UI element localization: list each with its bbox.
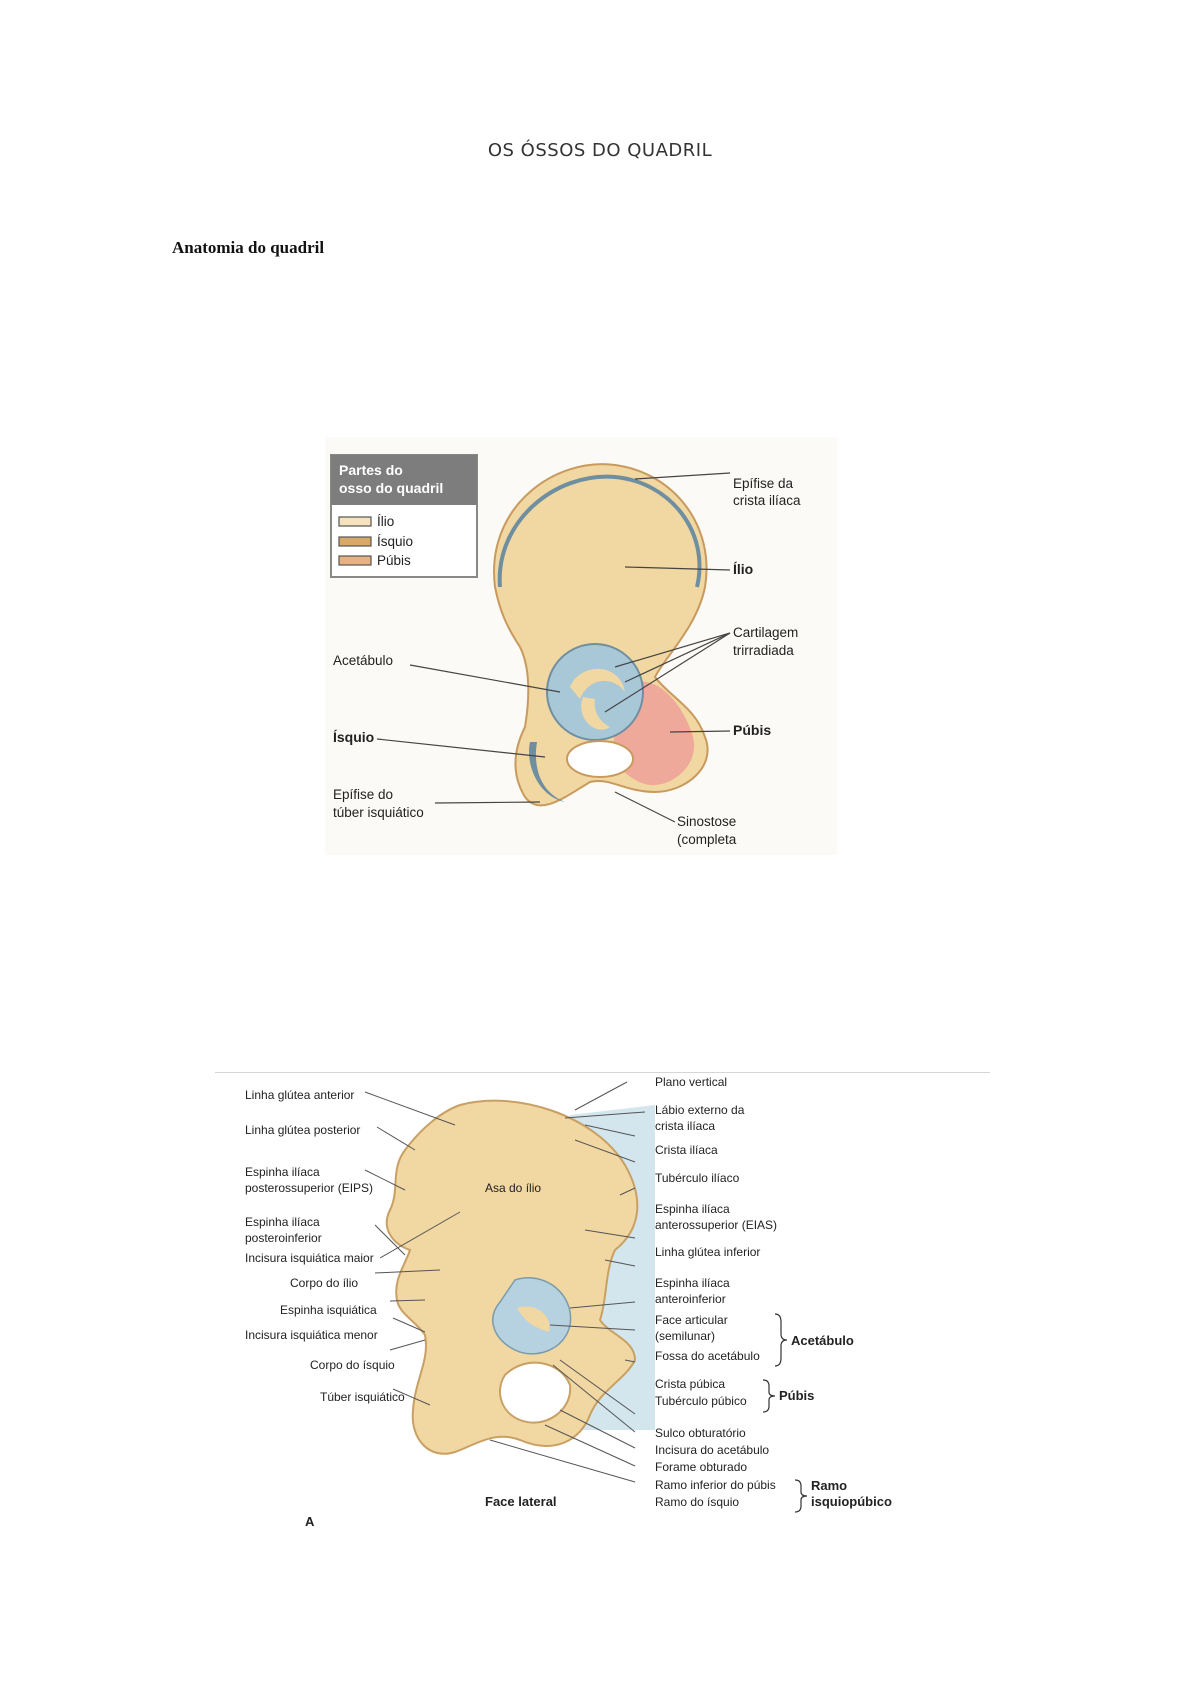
label-cartilagem-2: trirradiada bbox=[733, 643, 794, 658]
label-linha-glutea-inferior: Linha glútea inferior bbox=[655, 1245, 760, 1259]
label-tuber-isquiatico: Túber isquiático bbox=[320, 1390, 405, 1404]
hip-bone-parts-figure: Partes do osso do quadril Ílio Ísquio Pú… bbox=[325, 437, 837, 855]
label-linha-glutea-posterior: Linha glútea posterior bbox=[245, 1123, 360, 1137]
label-ramo-inferior-pubis: Ramo inferior do púbis bbox=[655, 1478, 776, 1492]
label-forame-obturado: Forame obturado bbox=[655, 1460, 747, 1474]
group-brackets bbox=[762, 1313, 808, 1513]
legend-swatch-isquio bbox=[338, 536, 372, 547]
label-crista-iliaca: Crista ilíaca bbox=[655, 1143, 718, 1157]
label-cartilagem-1: Cartilagem bbox=[733, 625, 798, 640]
label-eias-1: Espinha ilíaca bbox=[655, 1202, 730, 1216]
label-incisura-maior: Incisura isquiática maior bbox=[245, 1251, 374, 1265]
legend-swatch-ilio bbox=[338, 516, 372, 527]
group-acetabulo: Acetábulo bbox=[791, 1333, 854, 1348]
label-tuberculo-iliaco: Tubérculo ilíaco bbox=[655, 1171, 740, 1185]
label-face-articular-1: Face articular bbox=[655, 1313, 728, 1327]
label-acetabulo: Acetábulo bbox=[333, 653, 393, 668]
label-fossa-acetabulo: Fossa do acetábulo bbox=[655, 1349, 760, 1363]
legend-item-pubis: Púbis bbox=[377, 553, 411, 568]
legend-swatch-pubis bbox=[338, 555, 372, 566]
legend-item-ilio: Ílio bbox=[377, 514, 394, 529]
label-labio-externo-2: crista ilíaca bbox=[655, 1119, 715, 1133]
label-sinostose-1: Sinostose bbox=[677, 814, 736, 829]
label-sulco-obturatorio: Sulco obturatório bbox=[655, 1426, 746, 1440]
label-tuberculo-pubico: Tubérculo púbico bbox=[655, 1394, 747, 1408]
label-crista-pubica: Crista púbica bbox=[655, 1377, 725, 1391]
page-title: OS ÓSSOS DO QUADRIL bbox=[487, 140, 713, 161]
section-heading: Anatomia do quadril bbox=[172, 238, 325, 257]
leader-lines bbox=[364, 1081, 646, 1483]
label-incisura-menor: Incisura isquiática menor bbox=[245, 1328, 378, 1342]
legend-title-1: Partes do bbox=[339, 462, 403, 478]
hip-bone-illustration bbox=[493, 463, 709, 807]
label-corpo-isquio: Corpo do ísquio bbox=[310, 1358, 395, 1372]
label-epifise-crista-1: Epífise da bbox=[733, 476, 794, 491]
label-epifise-crista-2: crista ilíaca bbox=[733, 493, 801, 508]
label-eiai-2: anteroinferior bbox=[655, 1292, 726, 1306]
label-eias-2: anterossuperior (EIAS) bbox=[655, 1218, 777, 1232]
figure-divider bbox=[215, 1072, 990, 1073]
label-sinostose-2: (completa bbox=[677, 832, 737, 847]
hip-bone-lateral-figure: Linha glútea anterior Linha glútea poste… bbox=[245, 1075, 892, 1529]
legend-title-2: osso do quadril bbox=[339, 480, 443, 496]
group-pubis: Púbis bbox=[779, 1388, 814, 1403]
label-face-articular-2: (semilunar) bbox=[655, 1329, 715, 1343]
label-epifise-tuber-1: Epífise do bbox=[333, 787, 393, 802]
leader-lines bbox=[376, 472, 731, 823]
hip-bone-lateral-illustration bbox=[385, 1099, 639, 1455]
label-ramo-isquio: Ramo do ísquio bbox=[655, 1495, 739, 1509]
label-eips-1: Espinha ilíaca bbox=[245, 1165, 320, 1179]
label-epifise-tuber-2: túber isquiático bbox=[333, 805, 424, 820]
label-eipi-2: posteroinferior bbox=[245, 1231, 322, 1245]
label-eiai-1: Espinha ilíaca bbox=[655, 1276, 730, 1290]
label-isquio: Ísquio bbox=[333, 729, 374, 745]
label-pubis: Púbis bbox=[733, 722, 771, 738]
label-incisura-acetabulo: Incisura do acetábulo bbox=[655, 1443, 769, 1457]
group-ramo-1: Ramo bbox=[811, 1478, 847, 1493]
label-labio-externo-1: Lábio externo da bbox=[655, 1103, 745, 1117]
label-eipi-1: Espinha ilíaca bbox=[245, 1215, 320, 1229]
label-linha-glutea-anterior: Linha glútea anterior bbox=[245, 1088, 354, 1102]
label-corpo-ilio: Corpo do ílio bbox=[290, 1276, 358, 1290]
label-face-lateral: Face lateral bbox=[485, 1494, 557, 1509]
label-plano-vertical: Plano vertical bbox=[655, 1075, 727, 1089]
legend-item-isquio: Ísquio bbox=[377, 534, 413, 549]
legend-box: Partes do osso do quadril Ílio Ísquio Pú… bbox=[330, 454, 478, 578]
group-ramo-2: isquiopúbico bbox=[811, 1494, 892, 1509]
label-asa-ilio: Asa do ílio bbox=[485, 1181, 541, 1195]
label-ilio: Ílio bbox=[733, 561, 753, 577]
label-espinha-isquiatica: Espinha isquiática bbox=[280, 1303, 377, 1317]
label-eips-2: posterossuperior (EIPS) bbox=[245, 1181, 373, 1195]
figure-letter: A bbox=[305, 1514, 315, 1529]
